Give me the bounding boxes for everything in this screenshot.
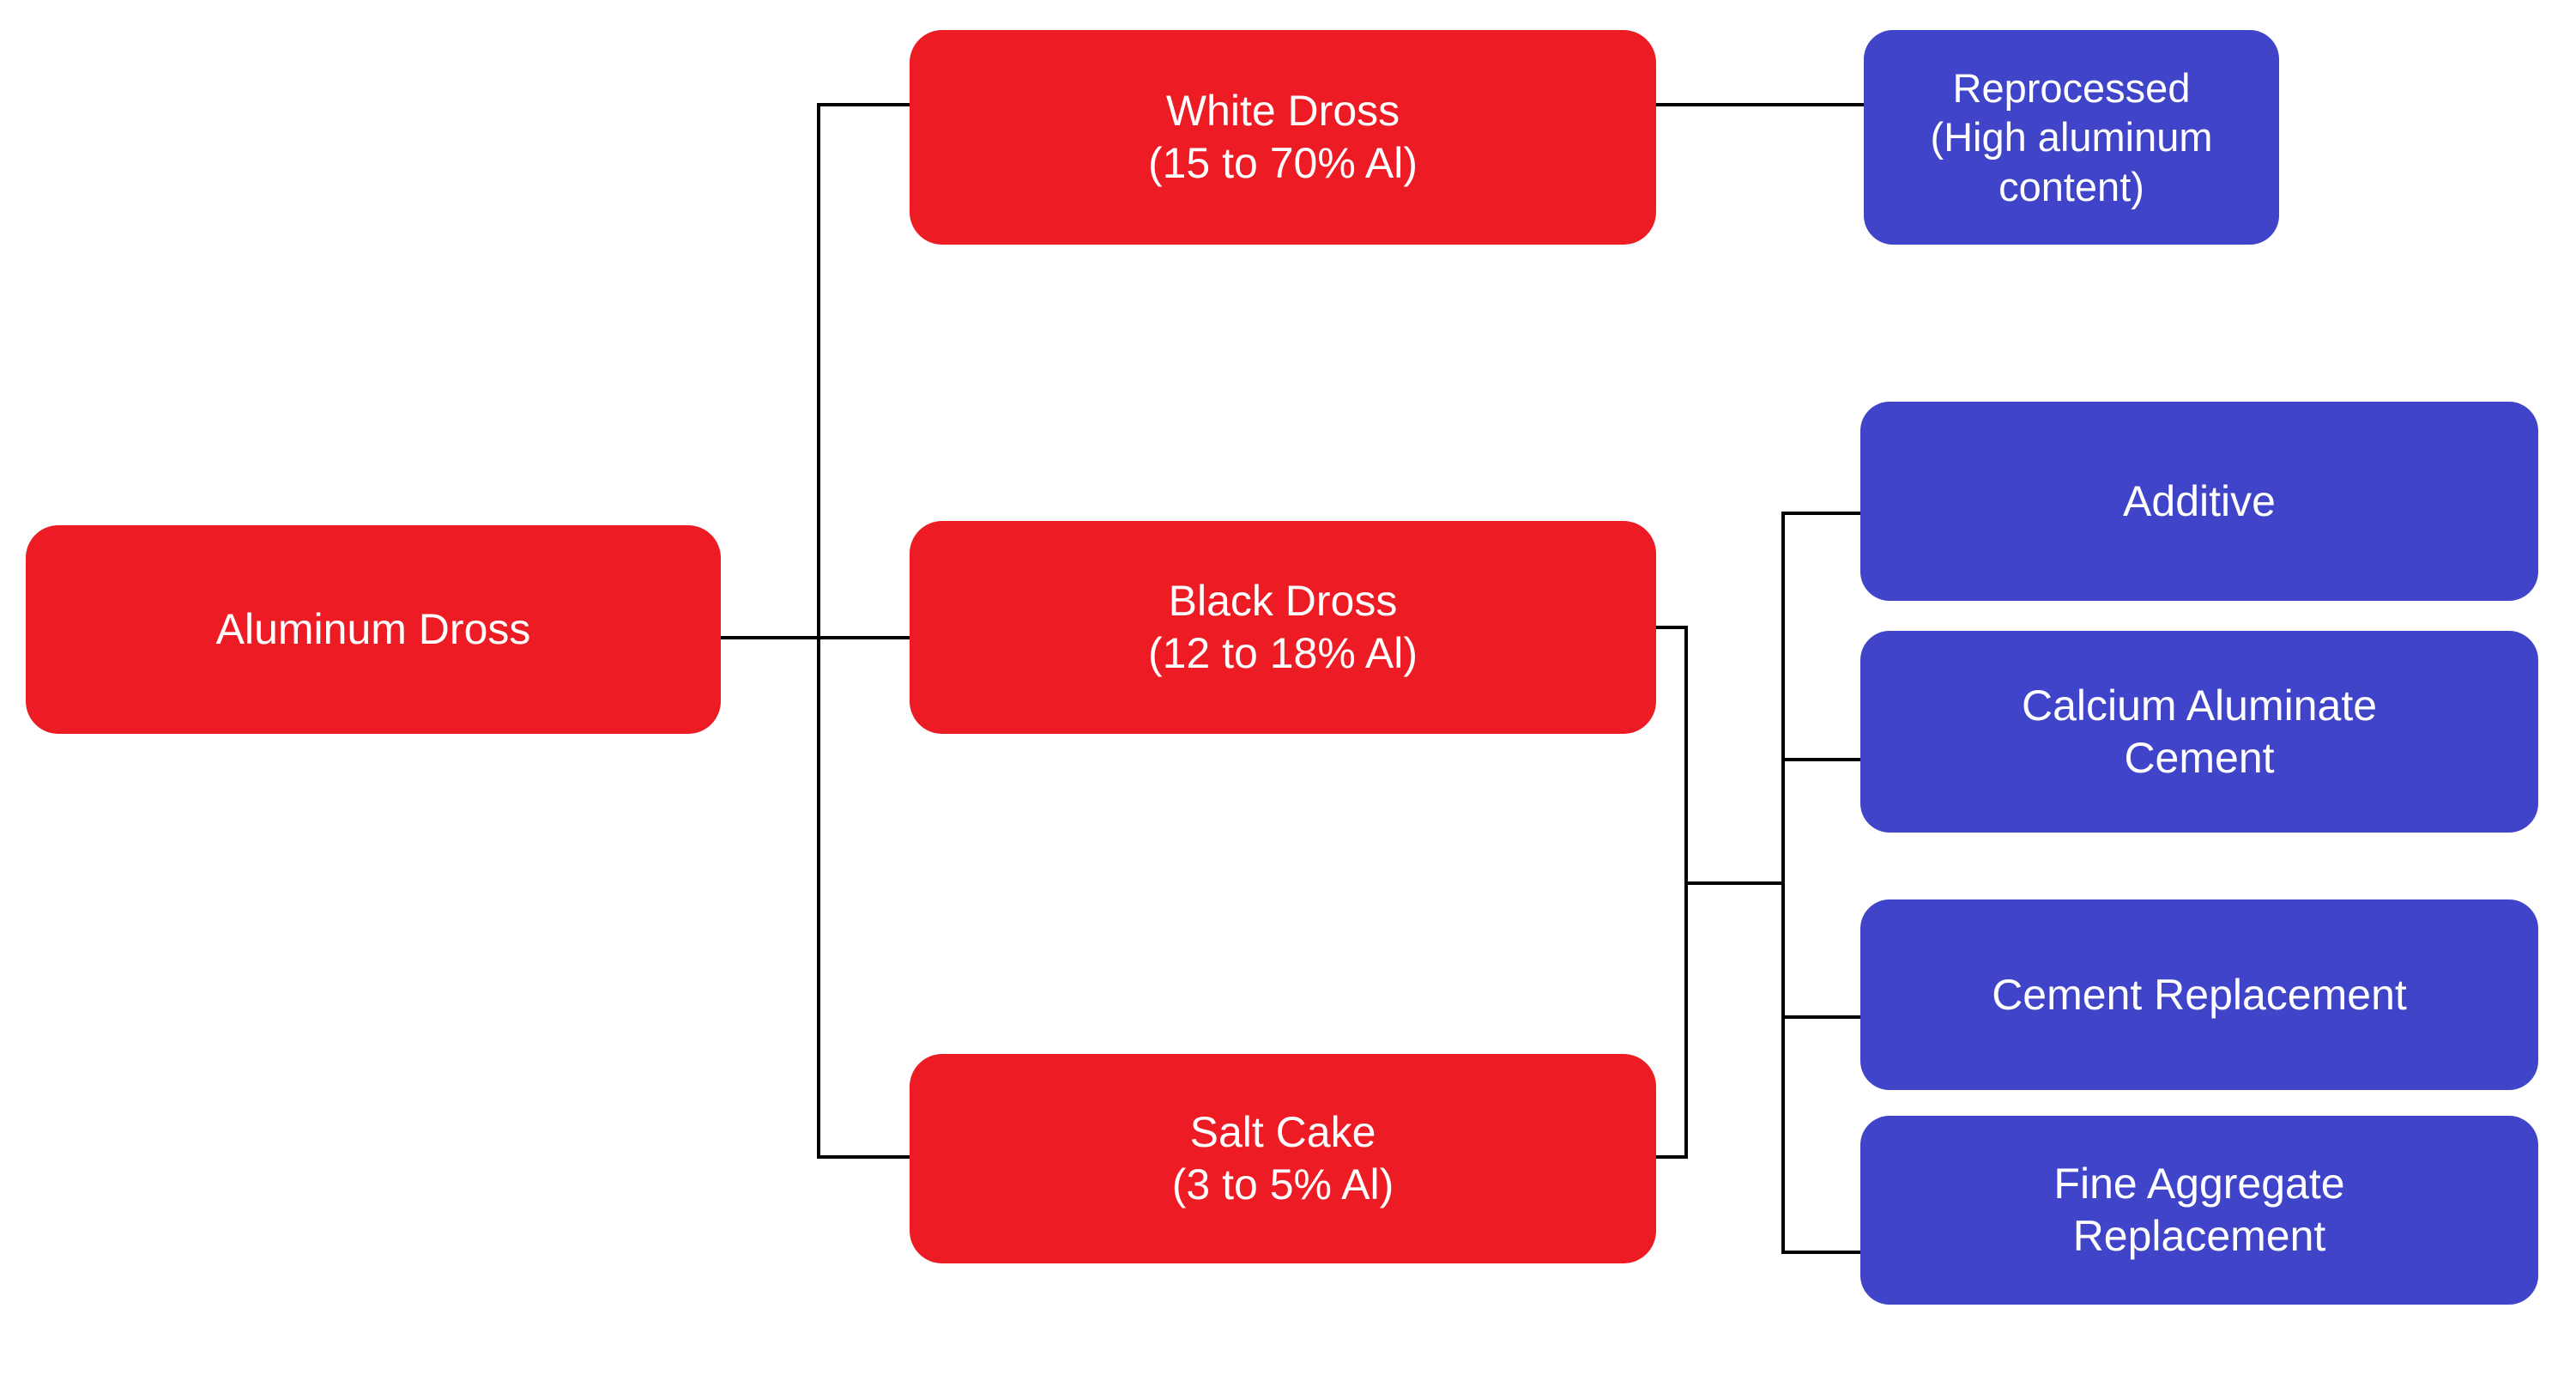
edge-trunk2-to-trunk3: [1684, 881, 1785, 885]
edge-white-dross-to-reprocessed: [1654, 103, 1867, 106]
node-cement-replacement[interactable]: Cement Replacement: [1860, 899, 2538, 1090]
edge-trunk3-to-fine-aggregate-replacement: [1781, 1251, 1864, 1254]
node-reprocessed-label: Reprocessed (High aluminum content): [1930, 65, 2213, 209]
node-cement-replacement-label: Cement Replacement: [1992, 970, 2407, 1019]
node-reprocessed[interactable]: Reprocessed (High aluminum content): [1864, 30, 2279, 245]
edge-trunk3-to-calcium-aluminate-cement: [1781, 758, 1864, 761]
edge-trunk1-to-salt-cake: [817, 1155, 913, 1159]
edge-black-dross-to-trunk2: [1654, 626, 1688, 629]
edge-root-to-trunk1: [721, 636, 820, 639]
node-fine-aggregate-replacement[interactable]: Fine Aggregate Replacement: [1860, 1116, 2538, 1305]
edge-trunk3-to-cement-replacement: [1781, 1015, 1864, 1019]
node-fine-aggregate-replacement-label: Fine Aggregate Replacement: [2053, 1160, 2345, 1260]
edge-trunk1-spine: [817, 103, 820, 1159]
edge-trunk3-to-additive: [1781, 512, 1864, 515]
node-salt-cake-label: Salt Cake (3 to 5% Al): [1171, 1108, 1394, 1208]
node-aluminum-dross-label: Aluminum Dross: [215, 605, 531, 653]
node-white-dross[interactable]: White Dross (15 to 70% Al): [910, 30, 1656, 245]
node-black-dross-label: Black Dross (12 to 18% Al): [1147, 577, 1418, 677]
edge-trunk1-to-white-dross: [817, 103, 913, 106]
edge-salt-cake-to-trunk2: [1654, 1155, 1688, 1159]
node-calcium-aluminate-cement-label: Calcium Aluminate Cement: [2021, 681, 2378, 782]
node-black-dross[interactable]: Black Dross (12 to 18% Al): [910, 521, 1656, 734]
node-white-dross-label: White Dross (15 to 70% Al): [1147, 87, 1418, 187]
node-additive-label: Additive: [2123, 476, 2276, 525]
edge-trunk3-spine: [1781, 512, 1785, 1254]
node-calcium-aluminate-cement[interactable]: Calcium Aluminate Cement: [1860, 631, 2538, 833]
edge-trunk2-spine: [1684, 626, 1688, 1159]
edge-trunk1-to-black-dross: [817, 636, 913, 639]
node-aluminum-dross[interactable]: Aluminum Dross: [26, 525, 721, 734]
node-additive[interactable]: Additive: [1860, 402, 2538, 601]
node-salt-cake[interactable]: Salt Cake (3 to 5% Al): [910, 1054, 1656, 1263]
